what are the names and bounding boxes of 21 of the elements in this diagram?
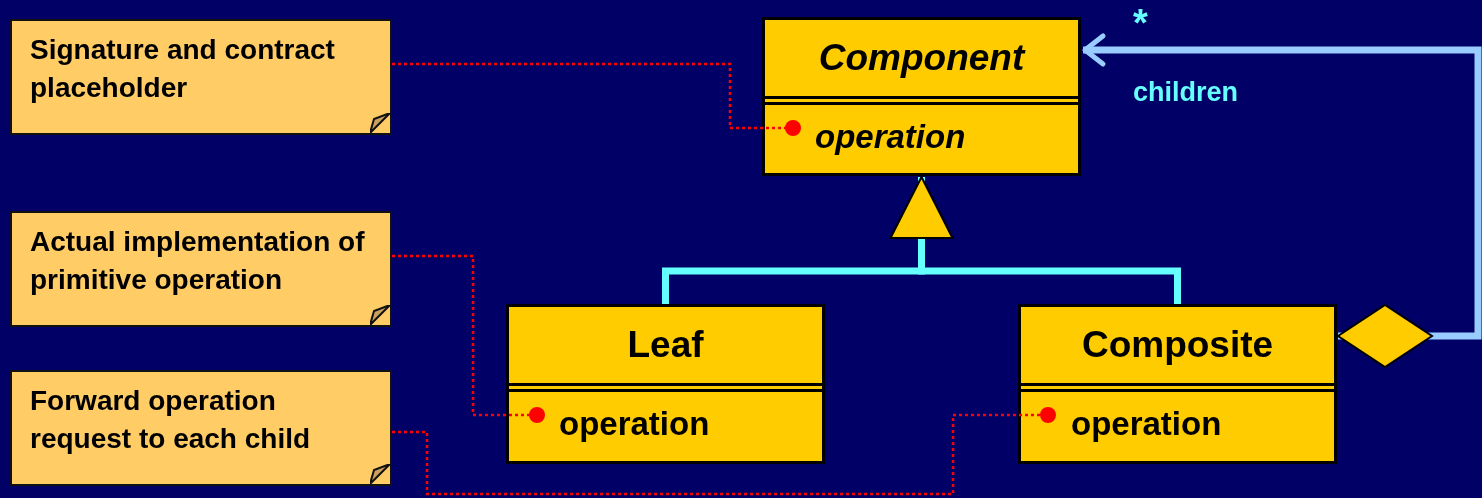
edge-label: children <box>1133 77 1239 108</box>
note-box <box>10 370 392 486</box>
class-box <box>762 17 1081 176</box>
class-name: Composite <box>1081 324 1274 366</box>
class-box <box>1018 304 1337 464</box>
note-text: Signature and contract placeholder <box>30 33 336 105</box>
note-box <box>10 19 392 135</box>
note-text: Forward operation request to each child <box>30 384 312 456</box>
class-name: Leaf <box>627 324 704 366</box>
note-box <box>10 211 392 327</box>
class-box <box>506 304 825 464</box>
leader-line <box>392 62 801 136</box>
multiplicity-label: * <box>1133 2 1148 45</box>
leader-line <box>392 407 1056 496</box>
leader-line <box>392 254 545 423</box>
operation-name: operation <box>1071 405 1222 443</box>
note-text: Actual implementation of primitive operation <box>30 225 366 297</box>
class-name: Component <box>818 37 1025 79</box>
operation-name: operation <box>559 405 710 443</box>
operation-name: operation <box>815 118 966 156</box>
aggregation-arrow <box>1082 33 1482 368</box>
